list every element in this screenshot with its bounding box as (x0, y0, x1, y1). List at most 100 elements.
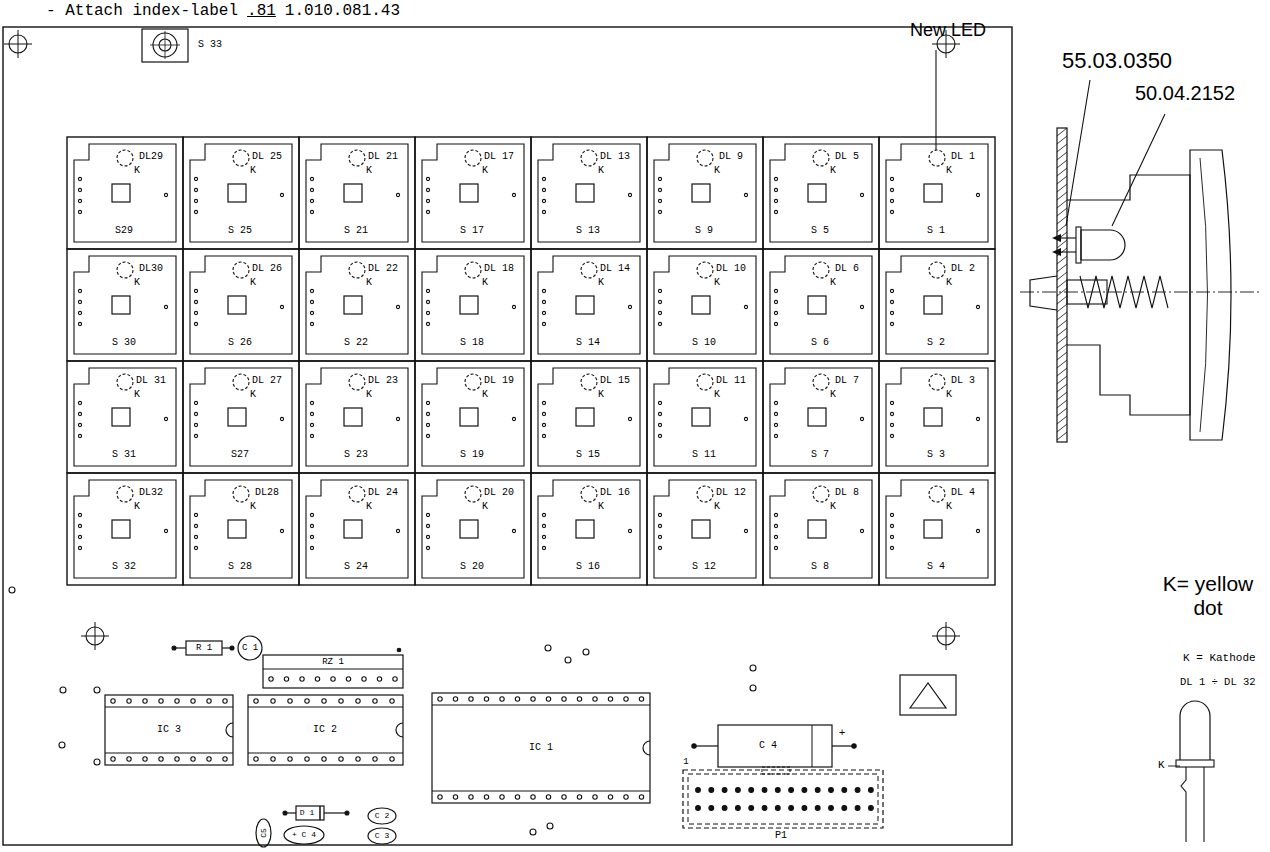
solder-pad (194, 177, 197, 180)
solder-pad (331, 677, 335, 681)
module-pcb-outline (74, 480, 176, 578)
cathode-mark: K (946, 501, 952, 513)
led-footprint (929, 150, 945, 166)
solder-pad (390, 757, 394, 761)
solder-pad (484, 795, 488, 799)
led-footprint (233, 262, 249, 278)
solder-pad (280, 305, 283, 308)
solder-pad (624, 697, 628, 701)
led-footprint (581, 374, 597, 390)
capacitor: C 3 (368, 828, 396, 844)
led-designator: DL 15 (600, 375, 630, 387)
panel-hatch (1057, 160, 1067, 168)
panel-hatch (1057, 400, 1067, 408)
solder-pad (531, 795, 535, 799)
solder-pad (271, 757, 275, 761)
module-cell (531, 473, 647, 585)
lead-wire (324, 812, 347, 813)
switch-designator: S 20 (460, 561, 484, 573)
module-pcb-outline (770, 256, 872, 354)
led-footprint (813, 486, 829, 502)
component-designator: D 1 (300, 808, 314, 817)
switch-module: DL28KS 28 (183, 473, 299, 585)
solder-pad (426, 513, 429, 516)
solder-pad (426, 188, 429, 191)
switch-module: DL29KS29 (67, 137, 183, 249)
switch-housing (1067, 175, 1190, 415)
solder-pad (542, 177, 545, 180)
connector-pin (722, 806, 727, 811)
led-footprint (117, 486, 133, 502)
solder-pad (339, 699, 343, 703)
capacitor: C 2 (368, 808, 396, 824)
switch-body (576, 296, 594, 314)
solder-pad (774, 546, 777, 549)
cathode-mark: K (946, 277, 952, 289)
hole-circle (547, 823, 553, 829)
switch-designator: S 25 (228, 225, 252, 237)
cathode-mark: K (830, 389, 836, 401)
solder-pad (78, 199, 81, 202)
panel-hatch (1057, 184, 1067, 192)
cathode-mark: K (250, 501, 256, 513)
component-designator: RZ 1 (322, 657, 344, 667)
cathode-mark: K (134, 165, 140, 177)
module-pcb-outline (538, 144, 640, 242)
solder-pad (542, 434, 545, 437)
solder-pad (774, 434, 777, 437)
solder-pad (658, 546, 661, 549)
package-line (263, 669, 403, 670)
led-footprint (349, 374, 365, 390)
solder-pad (194, 199, 197, 202)
cathode-mark: K (946, 389, 952, 401)
solder-pad (78, 177, 81, 180)
module-pcb-outline (422, 480, 524, 578)
solder-pad (78, 423, 81, 426)
solder-pad (143, 757, 147, 761)
solder-pad (658, 401, 661, 404)
switch-designator: S 5 (811, 225, 829, 237)
solder-pad (310, 210, 313, 213)
solder-pad (500, 697, 504, 701)
solder-pad (774, 311, 777, 314)
capacitor-outline (256, 819, 271, 847)
led-flange (1176, 760, 1214, 767)
solder-pad (774, 535, 777, 538)
led-designator: DL 11 (716, 375, 746, 387)
connector-pin (829, 806, 834, 811)
solder-pad (774, 423, 777, 426)
switch-designator: S 6 (811, 337, 829, 349)
switch-module: DL 21KS 21 (299, 137, 415, 249)
switch-designator: S 8 (811, 561, 829, 573)
cathode-mark: K (482, 501, 488, 513)
switch-body (924, 184, 942, 202)
module-pcb-outline (886, 368, 988, 466)
connector-pin (869, 788, 874, 793)
solder-pad (890, 210, 893, 213)
panel-hatch (1057, 240, 1067, 248)
module-cell (67, 137, 183, 249)
led-designator: DL 24 (368, 487, 398, 499)
solder-pad (254, 757, 258, 761)
solder-pad (426, 546, 429, 549)
cathode-mark: K (482, 165, 488, 177)
led-designator: DL 12 (716, 487, 746, 499)
ic-body (432, 693, 650, 803)
solder-pad (774, 210, 777, 213)
module-pcb-outline (190, 480, 292, 578)
module-pcb-outline (306, 368, 408, 466)
part-number: 50.04.2152 (1135, 82, 1235, 105)
solder-pad (469, 795, 473, 799)
led-footprint (233, 374, 249, 390)
solder-pad (164, 305, 167, 308)
led-designator: DL 31 (136, 375, 166, 387)
solder-pad (577, 697, 581, 701)
led-footprint (349, 486, 365, 502)
module-pcb-outline (538, 480, 640, 578)
pin1-dot (397, 648, 401, 652)
solder-pad (310, 300, 313, 303)
solder-pad (426, 535, 429, 538)
switch-body (344, 184, 362, 202)
resistor-network: RZ 1 (263, 655, 403, 688)
solder-pad (362, 677, 366, 681)
